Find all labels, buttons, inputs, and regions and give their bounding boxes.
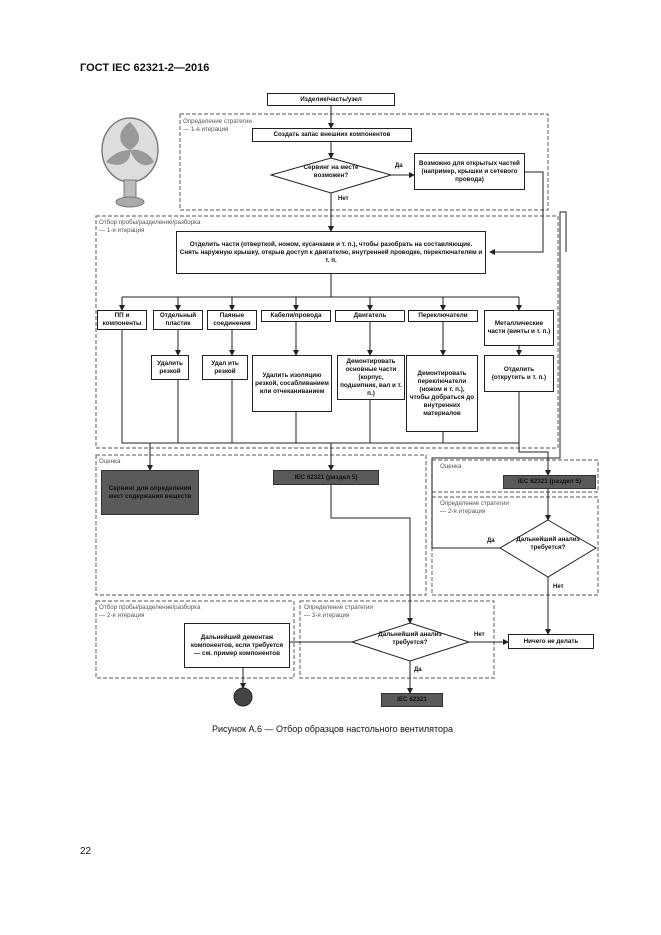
document-header: ГОСТ IEC 62321-2—2016 (80, 62, 210, 74)
decision-2-text: Дальнейший анализ требуется? (516, 536, 580, 551)
label-yes-1: Да (395, 163, 403, 169)
iec-right-box: IEC 62321 (раздел 5) (503, 475, 596, 489)
figure-caption: Рисунок А.6 — Отбор образцов настольного… (212, 724, 454, 734)
decision-1-text: Сервинг на месте возможен? (303, 164, 359, 179)
zone-label-assessment-right: Оценка (440, 463, 462, 470)
metal-box: Металлические части (винты и т. п.) (484, 310, 554, 346)
zone-strategy-1 (179, 113, 549, 211)
iec-bottom-box: IEC 62321 (381, 693, 443, 707)
further-disassembly-box: Дальнейший демонтаж компонентов, если тр… (184, 623, 290, 668)
possible-parts-box: Возможно для открытых частей (например, … (414, 153, 525, 190)
painted-box: Паяные соединения (207, 310, 257, 330)
zone-label-strategy-2: Определение стратегии— 2-я итерация (440, 500, 509, 515)
zone-label-strategy-1: Определение стратегии— 1-я итерация (183, 118, 252, 133)
switches-box: Переключатели (408, 310, 478, 322)
label-no-2: Нет (553, 584, 564, 590)
remove-coating-box: Удалить изоляцию резкой, сосабливанием и… (252, 355, 332, 412)
screening-box: Сервинг для определения мест содержания … (101, 470, 199, 515)
decision-further-analysis-right (499, 519, 597, 578)
zone-sampling-1 (95, 215, 559, 449)
cables-box: Кабели/провода (261, 310, 331, 322)
label-yes-3: Да (414, 667, 422, 673)
disassemble-box: Отделить части (отверткой, ножом, кусачк… (176, 231, 486, 274)
decision-further-analysis-bottom (350, 622, 471, 662)
cut-2-box: Удал ить резкой (202, 355, 248, 380)
dismantle-switch-box: Демонтировать переключатели (ножом и т. … (406, 355, 478, 432)
zone-label-sampling-1: Отбор пробы/разделение/разборка— 1-я ите… (99, 219, 201, 234)
zone-label-assessment-left: Оценка (99, 458, 121, 465)
zone-label-sampling-2: Отбор пробы/разделение/разборка— 2-я ите… (99, 604, 201, 619)
cut-1-box: Удалить резкой (151, 355, 189, 380)
no-further-box: Ничего не делать (508, 634, 594, 649)
decision-screening-possible (269, 157, 393, 194)
label-no-3: Нет (474, 632, 485, 638)
start-box: Изделие/часть/узел (267, 93, 395, 106)
zone-assessment-left (95, 454, 427, 596)
plastic-box: Отдельный пластик (153, 310, 203, 330)
end-terminator (233, 687, 253, 707)
page-number: 22 (80, 846, 92, 857)
inventory-box: Создать запас внешних компонентов (252, 128, 412, 142)
zone-label-strategy-3: Определение стратегии— 3-я итерация (304, 604, 373, 619)
dismantle-motor-box: Демонтировать основные части (корпус, по… (337, 355, 405, 400)
zone-strategy-3 (299, 600, 495, 679)
iec-main-box: IEC 62321 (раздел 5) (273, 470, 379, 485)
label-yes-2: Да (487, 538, 495, 544)
unscrew-box: Отделить (открутить и т. п.) (484, 355, 554, 392)
zone-sampling-2 (95, 600, 295, 679)
pcb-box: ПП и компоненты (97, 310, 147, 330)
decision-3-text: Дальнейший анализ требуется? (378, 631, 442, 646)
motor-box: Двигатель (335, 310, 405, 322)
label-no-1: Нет (338, 196, 349, 202)
fan-illustration (101, 117, 159, 208)
